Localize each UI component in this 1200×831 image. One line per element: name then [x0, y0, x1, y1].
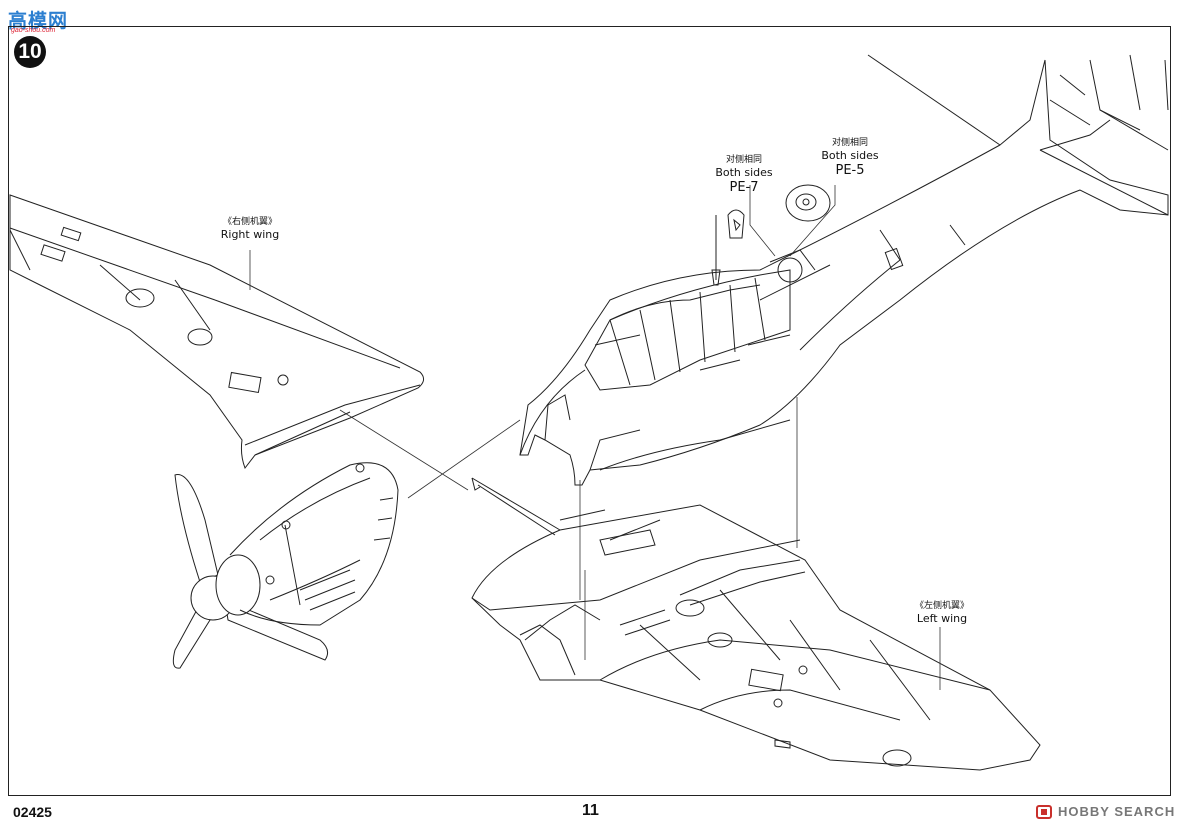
watermark-text: HOBBY SEARCH: [1058, 804, 1176, 819]
pe7-callout-en: Both sides: [715, 166, 773, 179]
product-code: 02425: [13, 804, 52, 820]
right-wing-part: [9, 194, 424, 470]
pe5-callout: 对侧相同 Both sides PE-5: [812, 137, 888, 179]
engine-propeller-part: [172, 462, 399, 669]
left-wing-label-cn: 《左侧机翼》: [914, 601, 969, 611]
pe7-part-number: PE-7: [729, 180, 759, 195]
pe7-callout-cn: 对侧相同: [725, 155, 762, 165]
pe5-part: [785, 184, 831, 222]
pe5-part-number: PE-5: [835, 163, 865, 178]
pe5-callout-cn: 对侧相同: [831, 138, 868, 148]
right-wing-label-en: Right wing: [220, 228, 280, 241]
right-wing-label-cn: 《右侧机翼》: [222, 217, 277, 227]
step-number-badge: 10: [14, 36, 46, 68]
right-wing-label: 《右侧机翼》 Right wing: [210, 216, 290, 242]
instruction-frame: [8, 26, 1171, 796]
logo-subtext: gao-shou.com: [11, 27, 56, 34]
pe5-callout-en: Both sides: [821, 149, 879, 162]
left-wing-label-en: Left wing: [916, 612, 968, 625]
hobby-search-logo-icon: [1036, 805, 1052, 819]
pe7-part: [727, 209, 745, 239]
fuselage-part: [519, 54, 1169, 486]
left-wing-label: 《左侧机翼》 Left wing: [900, 600, 984, 626]
left-wing-part: [471, 477, 1041, 771]
assembly-guide-lines: [249, 185, 941, 690]
pe7-callout: 对侧相同 Both sides PE-7: [706, 154, 782, 196]
page-number: 11: [582, 802, 599, 819]
